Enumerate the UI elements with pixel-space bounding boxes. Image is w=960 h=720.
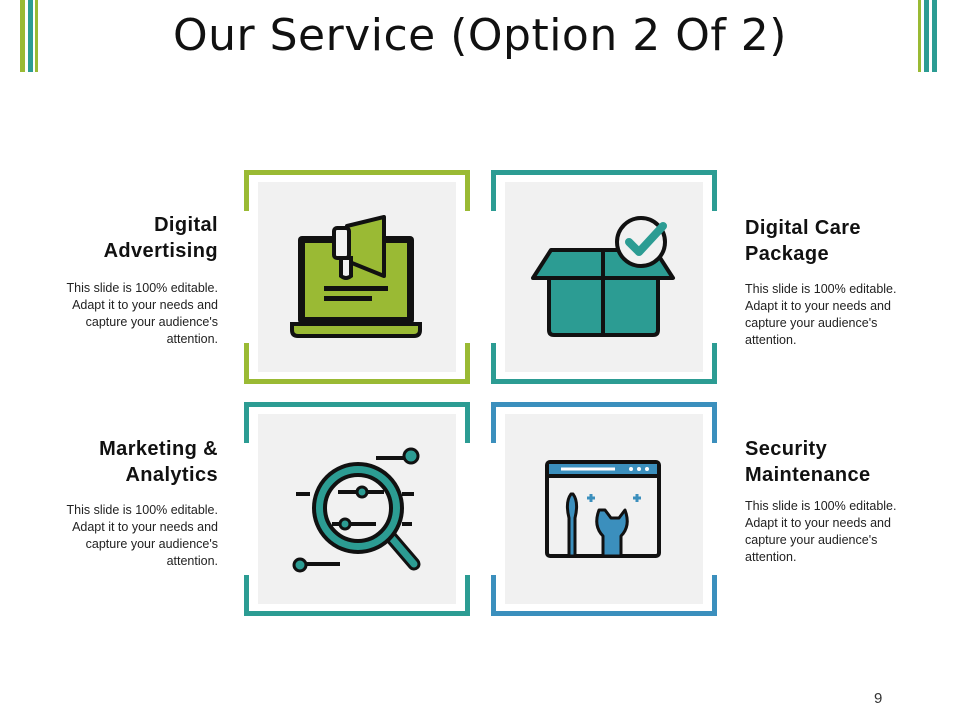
service-tile-digital-care-package [491,170,717,384]
service-name: Security Maintenance [745,438,871,486]
service-label-digital-advertising: Digital Advertising This slide is 100% e… [28,212,218,348]
megaphone-laptop-icon [290,215,422,338]
page-title: Our Service (Option 2 Of 2) [173,10,787,61]
box-checkmark-icon [531,216,675,337]
service-name: Digital Care Package [745,217,861,265]
service-label-security-maintenance: Security Maintenance This slide is 100% … [745,436,935,566]
service-tile-security-maintenance [491,402,717,616]
service-description: This slide is 100% editable. Adapt it to… [66,503,218,568]
magnifier-analytics-icon [292,447,421,573]
service-name: Marketing & Analytics [99,438,218,486]
service-tile-digital-advertising [244,170,470,384]
service-tile-marketing-analytics [244,402,470,616]
service-label-marketing-analytics: Marketing & Analytics This slide is 100%… [28,436,218,570]
service-name: Digital Advertising [103,214,218,262]
tools-window-icon [545,460,661,558]
left-decoration-bars [20,0,44,72]
page-number: 9 [874,690,883,707]
service-description: This slide is 100% editable. Adapt it to… [745,282,897,347]
service-description: This slide is 100% editable. Adapt it to… [66,281,218,346]
right-decoration-bars [918,0,942,72]
service-description: This slide is 100% editable. Adapt it to… [745,499,897,564]
service-label-digital-care-package: Digital Care Package This slide is 100% … [745,215,935,349]
